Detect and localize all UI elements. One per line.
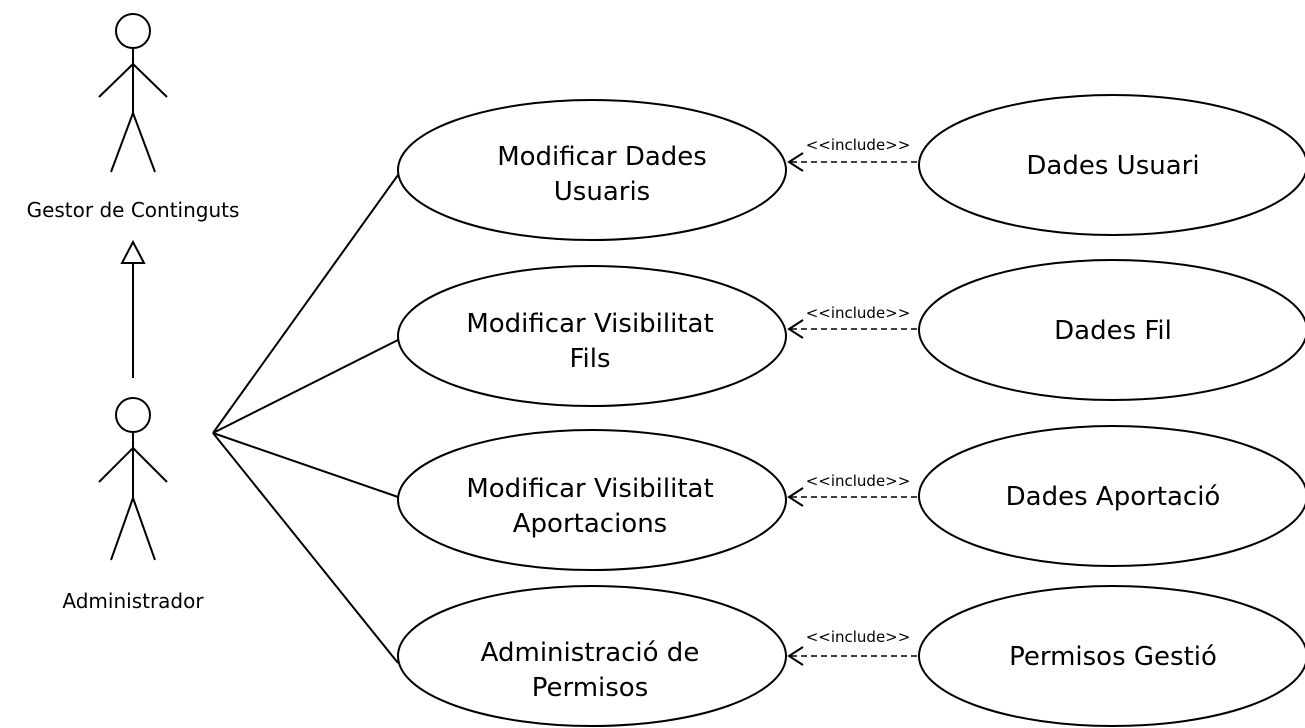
use-case-ellipse	[918, 585, 1305, 727]
actor-head	[115, 397, 151, 433]
hollow-triangle-arrowhead	[120, 239, 146, 264]
use-case-label: Dades Aportació	[1006, 482, 1221, 512]
include-stereotype-label: <<include>>	[806, 304, 911, 322]
actor-left-arm	[98, 447, 134, 483]
actor-left-arm	[98, 63, 134, 98]
include-relation-1[interactable]: <<include>>	[787, 136, 917, 172]
actor-right-arm	[132, 63, 168, 98]
use-case-label: Dades Fil	[1054, 316, 1172, 346]
use-case-label-line-1: Modificar Visibilitat	[466, 474, 713, 504]
include-open-arrowhead	[787, 646, 804, 666]
actor-right-arm	[132, 447, 168, 483]
use-case-dades-fil[interactable]: Dades Fil	[918, 259, 1305, 401]
use-case-label-line-1: Modificar Dades	[497, 142, 707, 172]
generalization-arrow	[120, 239, 146, 378]
include-relation-3[interactable]: <<include>>	[787, 472, 917, 507]
include-open-arrowhead	[787, 319, 804, 339]
actor-label-gestor: Gestor de Continguts	[27, 198, 240, 222]
association-line	[212, 339, 399, 434]
use-case-label-line-1: Administració de	[481, 638, 700, 668]
use-case-modificar-visibilitat-fils[interactable]: Modificar Visibilitat Fils	[397, 265, 787, 407]
actor-gestor-de-continguts[interactable]: Gestor de Continguts	[27, 13, 240, 222]
actor-left-leg	[110, 497, 134, 561]
include-open-arrowhead	[787, 152, 804, 172]
use-case-administracio-de-permisos[interactable]: Administració de Permisos	[397, 585, 787, 727]
include-relation-2[interactable]: <<include>>	[787, 304, 917, 339]
actor-administrador[interactable]: Administrador	[62, 397, 204, 613]
use-case-modificar-visibilitat-aportacions[interactable]: Modificar Visibilitat Aportacions	[397, 429, 787, 571]
use-case-ellipse	[918, 94, 1305, 236]
actor-right-leg	[132, 112, 156, 173]
use-case-dades-usuari[interactable]: Dades Usuari	[918, 94, 1305, 236]
include-open-arrowhead	[787, 487, 804, 507]
association-line	[212, 432, 399, 498]
use-case-label: Permisos Gestió	[1009, 642, 1217, 672]
use-case-ellipse	[397, 585, 787, 727]
include-stereotype-label: <<include>>	[806, 136, 911, 154]
include-relation-4[interactable]: <<include>>	[787, 628, 917, 666]
associations	[212, 174, 399, 664]
actor-right-leg	[132, 497, 156, 561]
use-case-label-line-2: Usuaris	[554, 177, 650, 207]
use-case-dades-aportacio[interactable]: Dades Aportació	[918, 425, 1305, 567]
use-case-label-line-1: Modificar Visibilitat	[466, 309, 713, 339]
use-case-permisos-gestio[interactable]: Permisos Gestió	[918, 585, 1305, 727]
use-case-label: Dades Usuari	[1026, 151, 1199, 181]
include-stereotype-label: <<include>>	[806, 628, 911, 646]
use-case-ellipse	[397, 99, 787, 241]
use-case-label-line-2: Fils	[569, 344, 610, 374]
use-case-label-line-2: Permisos	[532, 673, 649, 703]
use-case-ellipse	[918, 425, 1305, 567]
use-case-ellipse	[397, 265, 787, 407]
actor-left-leg	[110, 112, 134, 173]
association-line	[212, 432, 399, 664]
use-case-ellipse	[918, 259, 1305, 401]
use-case-ellipse	[397, 429, 787, 571]
use-case-modificar-dades-usuaris[interactable]: Modificar Dades Usuaris	[397, 99, 787, 241]
actor-label-administrador: Administrador	[62, 589, 204, 613]
use-case-label-line-2: Aportacions	[513, 509, 667, 539]
actor-head	[115, 13, 151, 49]
include-stereotype-label: <<include>>	[806, 472, 911, 490]
association-line	[212, 174, 399, 434]
